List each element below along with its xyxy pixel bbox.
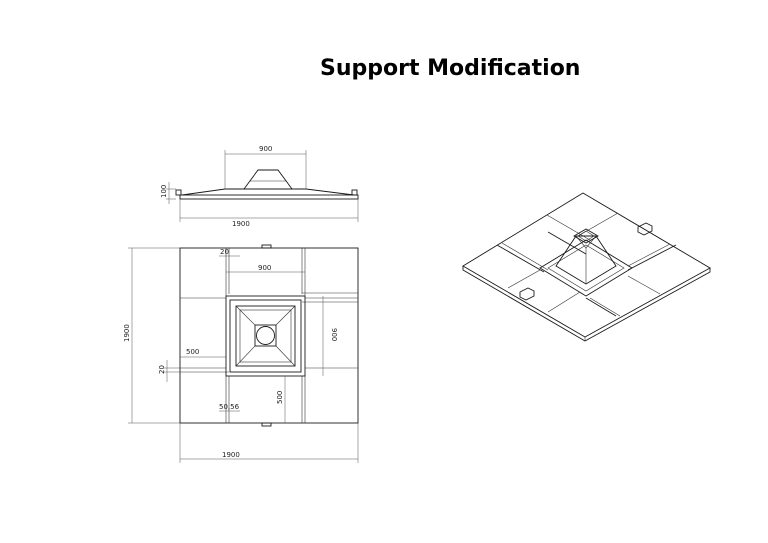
dim-plan-bottom-arm: 500 bbox=[276, 391, 284, 404]
plan-center-frame bbox=[225, 295, 306, 377]
iso-seam bbox=[589, 297, 621, 317]
plan-pyramid-edge bbox=[235, 345, 256, 367]
iso-rail bbox=[496, 244, 545, 273]
drawing-title: Support Modification bbox=[320, 56, 581, 81]
side-shoulder bbox=[181, 188, 355, 196]
iso-plate-edge bbox=[462, 266, 711, 342]
side-tab-left bbox=[175, 189, 182, 196]
iso-seam bbox=[627, 275, 661, 295]
plan-pyramid-edge bbox=[235, 305, 256, 326]
iso-seam bbox=[627, 243, 671, 267]
plan-tab-top bbox=[261, 244, 272, 249]
dim-plan-inner-width: 900 bbox=[258, 264, 271, 272]
side-tab-right bbox=[351, 189, 358, 196]
plan-center-frame-inner bbox=[229, 299, 302, 373]
iso-pyramid-top bbox=[573, 228, 599, 244]
iso-pyramid bbox=[555, 235, 617, 285]
iso-center-frame bbox=[539, 239, 633, 297]
plan-view: 20 900 1900 900 500 20 50,56 bbox=[123, 244, 359, 463]
plan-pyramid-edge bbox=[275, 345, 296, 367]
dim-plan-total-width: 1900 bbox=[222, 451, 240, 459]
iso-pyramid-hole bbox=[577, 230, 595, 242]
dim-side-top-width: 900 bbox=[259, 145, 272, 153]
side-pyramid bbox=[243, 169, 293, 190]
plan-pyramid-edge bbox=[275, 305, 296, 326]
dim-plan-left-offset: 20 bbox=[158, 365, 166, 374]
iso-seam bbox=[547, 291, 581, 313]
plan-tab-bottom bbox=[261, 422, 272, 427]
iso-tab-left bbox=[519, 287, 535, 301]
dim-plan-bottom-small: 50,56 bbox=[219, 403, 240, 411]
plan-pyramid-top bbox=[254, 324, 277, 347]
dim-plan-arm-width: 500 bbox=[186, 348, 199, 356]
dim-side-height: 100 bbox=[160, 185, 168, 198]
plan-center-hole bbox=[256, 326, 275, 345]
iso-plate-top bbox=[462, 192, 711, 338]
dim-plan-total-height: 1900 bbox=[123, 324, 131, 342]
iso-rail bbox=[627, 244, 677, 271]
iso-rail bbox=[585, 297, 617, 317]
plan-pyramid-inner bbox=[239, 309, 292, 363]
plan-pyramid-base bbox=[235, 305, 296, 367]
dim-plan-top-offset: 20 bbox=[220, 248, 229, 256]
iso-seam bbox=[507, 269, 541, 289]
iso-seam bbox=[501, 242, 549, 271]
dim-plan-inner-height: 900 bbox=[330, 328, 338, 341]
iso-tab-right bbox=[637, 222, 653, 236]
iso-rail bbox=[547, 231, 587, 255]
dim-side-total-width: 1900 bbox=[232, 220, 250, 228]
iso-center-frame-inner bbox=[547, 244, 625, 292]
side-base-plate bbox=[179, 194, 359, 200]
isometric-view bbox=[462, 192, 711, 342]
side-view: 900 100 1900 bbox=[160, 145, 359, 228]
